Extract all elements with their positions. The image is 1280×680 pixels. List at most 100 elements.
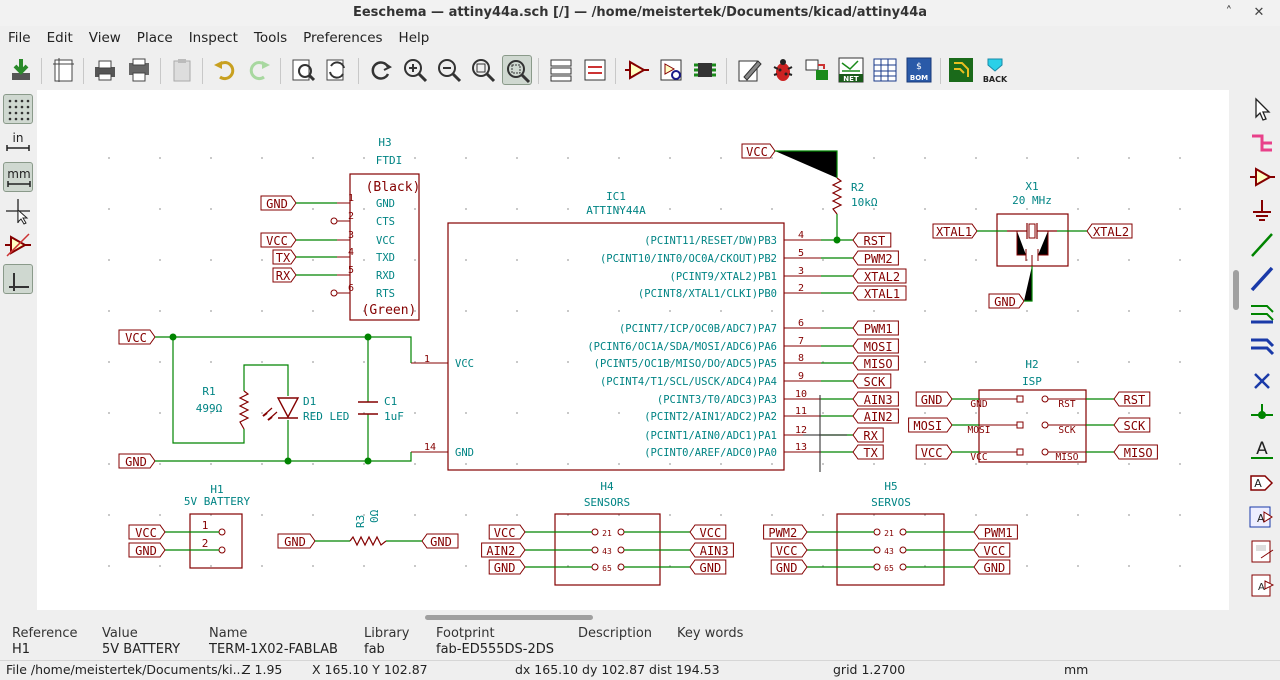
zoom-selection-icon[interactable] — [502, 55, 532, 85]
find-replace-icon[interactable] — [322, 55, 352, 85]
bus-wire-entry-icon[interactable] — [1247, 298, 1277, 328]
bom-label: BOM — [910, 74, 928, 82]
h5-name: SERVOS — [871, 496, 911, 509]
ic1-attiny44a[interactable]: IC1 ATTINY44A 4(PCINT11/RESET/DW)PB35(PC… — [411, 190, 821, 471]
ic1-pin-num: 11 — [795, 406, 807, 417]
h2-right-pin-name: SCK — [1058, 425, 1075, 436]
netlist-icon[interactable]: NET — [836, 55, 866, 85]
footprint-editor-icon[interactable] — [690, 55, 720, 85]
h2-right-pin-name: RST — [1058, 399, 1075, 410]
add-wire-icon[interactable] — [1247, 230, 1277, 260]
info-value-footprint: fab-ED555DS-2DS — [436, 642, 555, 657]
wire-angle-icon[interactable] — [3, 264, 33, 294]
place-power-icon[interactable] — [1247, 196, 1277, 226]
menu-view[interactable]: View — [88, 30, 121, 46]
symbol-editor-icon[interactable] — [622, 55, 652, 85]
h3-pin-num: 3 — [348, 230, 354, 241]
h1-battery-header[interactable]: H1 5V BATTERY 1 2 VCC GND — [128, 483, 250, 569]
h5-pin-num: 65 — [884, 564, 894, 573]
redo-icon[interactable] — [244, 55, 274, 85]
h3-rx-label: RX — [272, 267, 297, 283]
h3-pin-name: RXD — [376, 270, 395, 282]
assign-footprints-icon[interactable] — [802, 55, 832, 85]
r3-jumper[interactable]: GND GND R3 0Ω — [277, 509, 459, 549]
add-junction-icon[interactable] — [1247, 400, 1277, 430]
ic1-net-label: MISO — [864, 357, 893, 371]
menu-edit[interactable]: Edit — [46, 30, 73, 46]
zoom-out-icon[interactable] — [434, 55, 464, 85]
menu-inspect[interactable]: Inspect — [188, 30, 238, 46]
vertical-scrollbar[interactable] — [1230, 90, 1242, 612]
menu-file[interactable]: File — [8, 30, 31, 46]
redraw-icon[interactable] — [366, 55, 396, 85]
paste-icon[interactable] — [167, 55, 197, 85]
minimize-button[interactable]: ˄ — [1225, 5, 1233, 20]
highlight-net-icon[interactable] — [1247, 128, 1277, 158]
hierarchical-sheet-icon[interactable] — [1247, 536, 1277, 566]
h2-left-net-label: GND — [921, 393, 943, 407]
window-title: Eeschema — attiny44a.sch [/] — /home/mei… — [352, 5, 928, 20]
h3-vcc-label: VCC — [260, 232, 297, 248]
r3-gnd-right: GND — [421, 533, 459, 549]
fields-editor-icon[interactable] — [870, 55, 900, 85]
place-symbol-icon[interactable] — [1247, 162, 1277, 192]
back-to-pcb-icon[interactable]: BACK — [980, 55, 1010, 85]
r2-pullup[interactable]: VCC R2 10kΩ — [741, 143, 878, 244]
menu-tools[interactable]: Tools — [253, 30, 288, 46]
power-network[interactable]: VCC GND R1 499Ω D1 RED LED C1 1uF — [118, 329, 412, 469]
select-icon[interactable] — [1247, 94, 1277, 124]
net-label-icon[interactable]: A — [1247, 434, 1277, 464]
units-inches-icon[interactable]: in — [3, 128, 33, 158]
print-icon[interactable] — [90, 55, 120, 85]
x1-crystal[interactable]: X1 20 MHz XTAL1 XTAL2 GND — [932, 180, 1133, 309]
symbol-browser-icon[interactable] — [656, 55, 686, 85]
hierarchical-label-icon[interactable]: A — [1247, 502, 1277, 532]
horizontal-scrollbar[interactable] — [37, 612, 1229, 622]
status-units: mm — [1064, 662, 1089, 677]
h4-pin-num: 65 — [602, 564, 612, 573]
zoom-fit-icon[interactable] — [468, 55, 498, 85]
annotate-icon[interactable] — [734, 55, 764, 85]
find-icon[interactable] — [288, 55, 318, 85]
ic1-pin-num: 6 — [798, 318, 804, 329]
menu-help[interactable]: Help — [398, 30, 430, 46]
add-bus-icon[interactable] — [1247, 264, 1277, 294]
zoom-in-icon[interactable] — [400, 55, 430, 85]
horizontal-scroll-thumb[interactable] — [425, 615, 593, 620]
bom-icon[interactable]: $BOM — [904, 55, 934, 85]
leave-sheet-icon[interactable] — [580, 55, 610, 85]
bus-bus-entry-icon[interactable] — [1247, 332, 1277, 362]
hidden-pins-icon[interactable] — [3, 230, 33, 260]
plot-icon[interactable] — [124, 55, 154, 85]
cursor-shape-icon[interactable] — [3, 196, 33, 226]
undo-icon[interactable] — [210, 55, 240, 85]
vertical-scroll-thumb[interactable] — [1233, 270, 1239, 310]
pcbnew-icon[interactable] — [946, 55, 976, 85]
h2-name: ISP — [1022, 375, 1042, 388]
page-settings-icon[interactable] — [48, 55, 78, 85]
menu-preferences[interactable]: Preferences — [303, 30, 383, 46]
hierarchy-navigator-icon[interactable] — [546, 55, 576, 85]
global-label-icon[interactable]: A — [1247, 468, 1277, 498]
svg-text:RX: RX — [276, 269, 291, 283]
erc-icon[interactable] — [768, 55, 798, 85]
h5-left-net-label: GND — [776, 561, 798, 575]
grid-toggle-icon[interactable] — [3, 94, 33, 124]
info-header-description: Description — [578, 626, 653, 641]
no-connect-icon[interactable] — [1247, 366, 1277, 396]
ic1-pin-name: (PCINT3/T0/ADC3)PA3 — [657, 394, 777, 406]
info-value-value: 5V BATTERY — [102, 642, 181, 657]
units-mm-icon[interactable]: mm — [3, 162, 33, 192]
menu-place[interactable]: Place — [136, 30, 173, 46]
h2-right-net-label: MISO — [1124, 446, 1153, 460]
close-button[interactable]: ✕ — [1253, 5, 1265, 20]
save-icon[interactable] — [6, 55, 36, 85]
h4-right-net-label: GND — [700, 561, 722, 575]
import-sheet-pin-icon[interactable]: A — [1247, 570, 1277, 600]
